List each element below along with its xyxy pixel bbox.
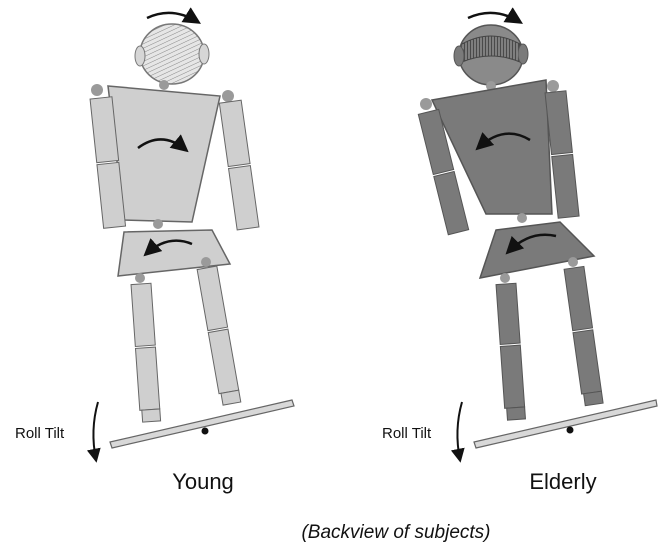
ear-right bbox=[518, 44, 528, 64]
lower-arm-left bbox=[434, 171, 469, 234]
upper-arm-right bbox=[219, 100, 250, 166]
upper-leg-left bbox=[131, 283, 155, 346]
ear-left bbox=[454, 46, 464, 66]
ear-right bbox=[199, 44, 209, 64]
lower-arm-right bbox=[229, 166, 259, 230]
foot-left bbox=[142, 409, 161, 422]
hip-joint-right bbox=[568, 257, 578, 267]
upper-leg-right bbox=[197, 266, 227, 331]
figure-elderly: Roll Tilt Elderly bbox=[382, 13, 657, 494]
roll-tilt-label: Roll Tilt bbox=[15, 425, 65, 442]
lower-leg-left bbox=[500, 345, 524, 408]
shoulder-joint-right bbox=[222, 90, 234, 102]
foot-left bbox=[507, 407, 526, 420]
waist-joint bbox=[517, 213, 527, 223]
hip-joint-left bbox=[135, 273, 145, 283]
head bbox=[140, 24, 204, 84]
panel-label-elderly: Elderly bbox=[529, 469, 596, 494]
upper-leg-left bbox=[496, 283, 520, 344]
shoulder-joint-left bbox=[91, 84, 103, 96]
shoulder-joint-left bbox=[420, 98, 432, 110]
waist-joint bbox=[153, 219, 163, 229]
panel-label-young: Young bbox=[172, 469, 234, 494]
ear-left bbox=[135, 46, 145, 66]
lower-leg-right bbox=[208, 329, 238, 394]
tilt-board bbox=[474, 400, 657, 448]
roll-tilt-label: Roll Tilt bbox=[382, 425, 432, 442]
torso bbox=[108, 86, 220, 222]
upper-leg-right bbox=[564, 266, 592, 330]
figure-caption: (Backview of subjects) bbox=[301, 522, 490, 543]
roll-tilt-arrow-icon bbox=[457, 402, 462, 460]
foot-right bbox=[584, 391, 603, 405]
head-rotation-arrow-icon bbox=[147, 13, 198, 22]
lower-leg-left bbox=[135, 347, 159, 410]
neck-joint bbox=[159, 80, 169, 90]
head-rotation-arrow-icon bbox=[468, 13, 520, 22]
shoulder-joint-right bbox=[547, 80, 559, 92]
lower-arm-right bbox=[552, 154, 579, 218]
hip-joint-right bbox=[201, 257, 211, 267]
board-pivot bbox=[567, 427, 574, 434]
figure-young: Roll Tilt Young bbox=[15, 13, 294, 494]
foot-right bbox=[221, 390, 241, 405]
lower-leg-right bbox=[573, 330, 601, 394]
roll-tilt-arrow-icon bbox=[93, 402, 98, 460]
tilt-board bbox=[110, 400, 294, 448]
hip-joint-left bbox=[500, 273, 510, 283]
board-pivot bbox=[202, 428, 209, 435]
